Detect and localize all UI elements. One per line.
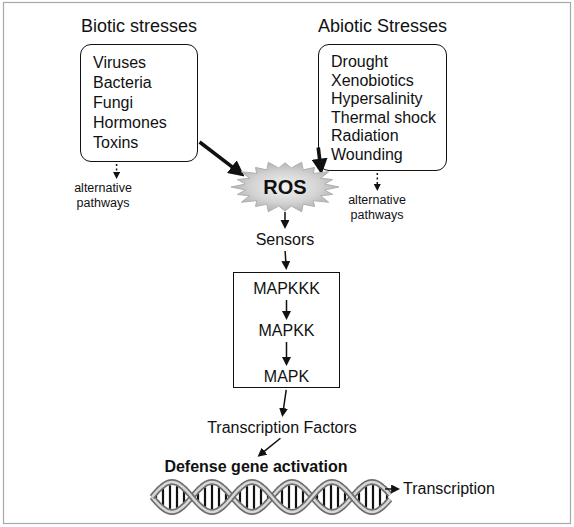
base-pair — [372, 485, 374, 509]
transcription-arrow — [385, 489, 392, 490]
node-text: MAPKKK — [253, 280, 320, 298]
node-text: Xenobiotics — [331, 72, 436, 91]
frame — [4, 3, 571, 524]
flow-arrow — [284, 251, 286, 262]
base-pair — [211, 485, 213, 509]
node-text: Thermal shock — [331, 109, 436, 128]
dotted-arrow — [377, 173, 379, 185]
flow-arrow — [283, 390, 286, 409]
stage-label: Transcription Factors — [207, 419, 357, 437]
flow-arrow — [286, 342, 288, 358]
base-pair — [323, 488, 325, 506]
node-text: MAPK — [264, 368, 309, 386]
node-text: Defense gene activation — [164, 458, 347, 476]
node-text: Fungi — [93, 93, 187, 113]
pathway-note: alternative pathways — [74, 181, 132, 211]
node-text: alternative pathways — [348, 193, 406, 223]
base-pair — [253, 485, 255, 509]
base-pair — [162, 489, 164, 506]
node-text: MAPKK — [258, 322, 314, 340]
base-pair — [218, 487, 220, 507]
dna-strand-highlight — [152, 482, 390, 512]
group-heading: Biotic stresses — [81, 16, 197, 36]
dna-strand — [152, 482, 390, 512]
base-pair — [302, 490, 304, 503]
node-text: Sensors — [256, 231, 315, 249]
node-text: Hypersalinity — [331, 90, 436, 109]
base-pair — [246, 486, 248, 508]
node-text: Transcription Factors — [207, 419, 357, 437]
dna-strand — [152, 482, 390, 512]
flow-arrow — [264, 438, 281, 451]
node-text: Bacteria — [93, 73, 187, 93]
bold-arrow — [200, 142, 234, 168]
flow-arrow — [286, 300, 288, 312]
base-pair — [169, 485, 171, 509]
stage-label: Sensors — [256, 231, 315, 249]
leader-arrow — [385, 488, 392, 490]
kinase-label: MAPK — [264, 368, 309, 386]
node-text: Drought — [331, 53, 436, 72]
node-text: Wounding — [331, 146, 436, 165]
base-pair — [176, 486, 178, 508]
base-pair — [379, 488, 381, 506]
kinase-label: MAPKK — [258, 322, 314, 340]
base-pair — [281, 489, 283, 504]
kinase-label: MAPKKK — [253, 280, 320, 298]
starburst-outline — [231, 162, 339, 211]
group-heading: Abiotic Stresses — [318, 16, 447, 36]
base-pair — [288, 485, 290, 508]
stress-box: Biotic stressesVirusesBacteriaFungiHormo… — [80, 44, 198, 162]
base-pair — [337, 487, 339, 508]
stage-label: Defense gene activation — [164, 458, 347, 476]
node-text: alternative pathways — [74, 181, 132, 211]
node-text: Toxins — [93, 133, 187, 153]
base-pair — [295, 486, 297, 509]
base-pair — [365, 487, 367, 508]
flow-arrow — [284, 212, 286, 221]
process-label: Transcription — [403, 480, 495, 498]
node-text: Radiation — [331, 127, 436, 146]
node-text: Hormones — [93, 113, 187, 133]
dotted-arrow — [116, 164, 118, 173]
dna-strand-highlight — [152, 482, 390, 512]
pathway-note: alternative pathways — [348, 193, 406, 223]
node-text: ROS — [263, 176, 306, 198]
base-pair — [260, 489, 262, 506]
kinase-cascade-box: MAPKKK MAPKK MAPK — [233, 272, 340, 388]
stress-box: Abiotic StressesDroughtXenobioticsHypers… — [318, 44, 447, 171]
node-text: Viruses — [93, 53, 187, 73]
ros-burst: ROS — [231, 161, 339, 213]
base-pair — [204, 487, 206, 507]
base-pair — [330, 485, 332, 509]
dna-helix — [152, 482, 390, 512]
